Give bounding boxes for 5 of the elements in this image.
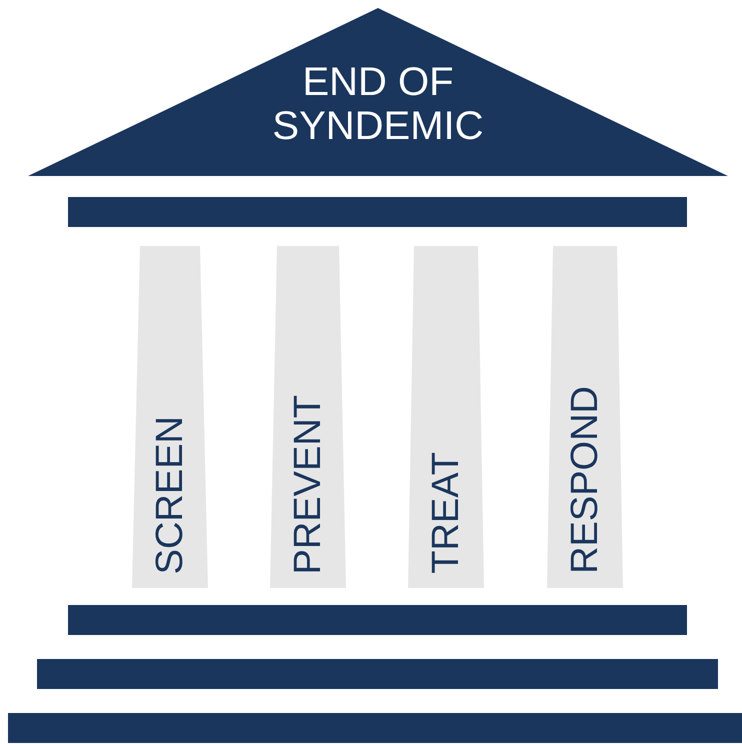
pillar-label: SCREEN bbox=[150, 416, 190, 574]
pillar-label: TREAT bbox=[426, 452, 466, 574]
roof-label: END OF SYNDEMIC bbox=[271, 60, 485, 148]
pillar-label: PREVENT bbox=[288, 394, 328, 574]
pillar-label: RESPOND bbox=[565, 386, 605, 574]
